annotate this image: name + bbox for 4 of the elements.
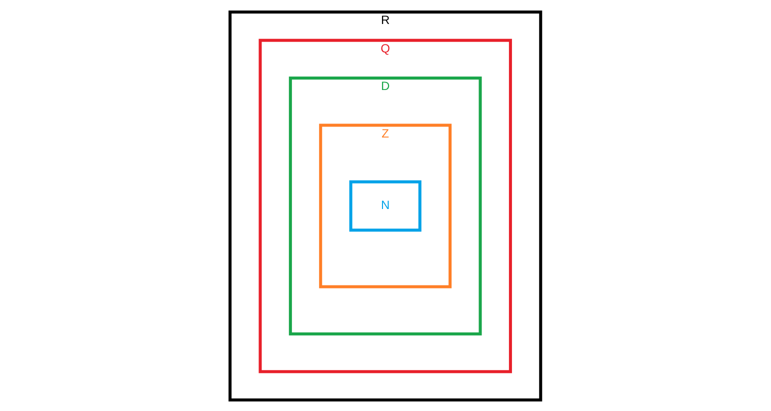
node-box	[349, 180, 422, 232]
cluster	[258, 38, 512, 373]
cluster	[289, 76, 482, 335]
cluster	[319, 123, 452, 288]
